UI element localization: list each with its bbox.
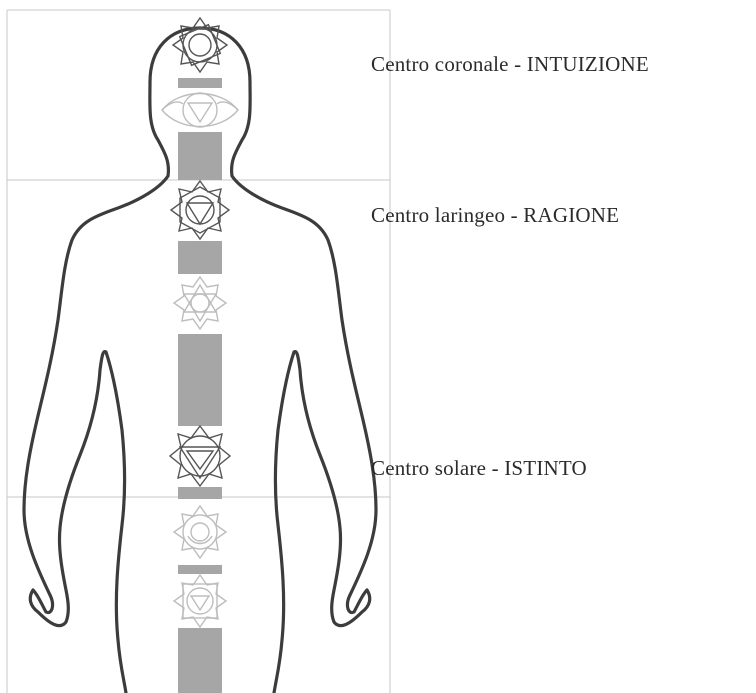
root-chakra-icon	[172, 573, 228, 629]
sacral-chakra-icon	[172, 504, 228, 560]
label-crown-center: Centro coronale - INTUIZIONE	[371, 52, 649, 76]
silhouette-left	[22, 26, 202, 693]
spine-bar-7	[178, 628, 222, 693]
spine-bar-3	[178, 241, 222, 274]
label-solar-center: Centro solare - ISTINTO	[371, 456, 587, 480]
heart-chakra-icon	[172, 275, 228, 331]
spine-bars	[178, 78, 222, 693]
spine-bar-4	[178, 334, 222, 426]
spine-bar-1	[178, 78, 222, 88]
label-throat-center: Centro laringeo - RAGIONE	[371, 203, 620, 227]
crown-chakra-icon	[171, 16, 229, 74]
silhouette-right	[198, 26, 378, 693]
body-silhouette	[22, 26, 378, 693]
spine-bar-5	[178, 487, 222, 499]
spine-bar-2	[178, 132, 222, 180]
solar-plexus-chakra-icon	[168, 424, 232, 488]
third-eye-chakra-icon	[161, 92, 239, 128]
spine-bar-6	[178, 565, 222, 574]
throat-chakra-icon	[169, 179, 231, 241]
